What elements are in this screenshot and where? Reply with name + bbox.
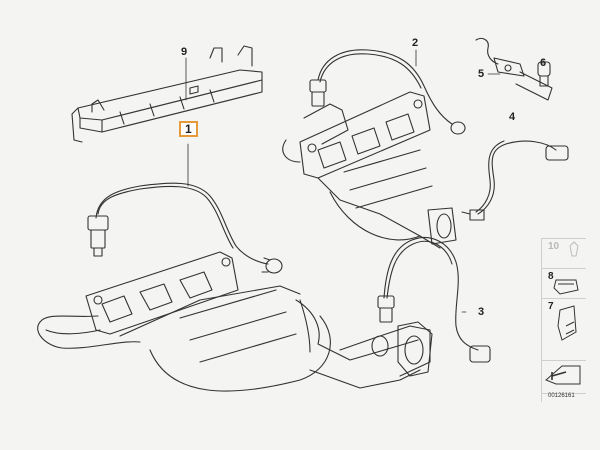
part-label-9: 9 [181,46,188,58]
parts-legend-panel: 10 8 7 [541,238,586,402]
oxygen-sensor-1 [87,182,283,274]
exhaust-manifold-left [37,251,433,392]
legend-num-8: 8 [548,271,554,282]
legend-cell-arrow [542,360,586,394]
cable-holder-rail [71,45,263,143]
part-label-6: 6 [540,57,547,69]
part-label-4: 4 [509,111,516,123]
exhaust-manifold-right [282,91,457,249]
part-label-5: 5 [478,68,485,80]
legend-cell-8: 8 [542,268,586,299]
legend-num-7: 7 [548,301,554,312]
legend-cell-7: 7 [542,298,586,361]
part-label-2: 2 [412,37,419,49]
clamp-icon [557,305,577,341]
sensor-bracket [475,37,553,101]
oxygen-sensor-2 [309,49,466,135]
arrow-icon [545,365,581,385]
reference-code: 00126161 [548,393,575,399]
oxygen-sensor-3 [377,236,491,363]
legend-cell-10: 10 [542,238,586,269]
legend-num-10: 10 [548,241,560,252]
oxygen-sensor-rear [461,140,569,221]
part-label-3: 3 [478,306,485,318]
bolt-icon [569,241,579,257]
part-label-1: 1 [179,121,198,137]
clip-icon [553,279,579,295]
